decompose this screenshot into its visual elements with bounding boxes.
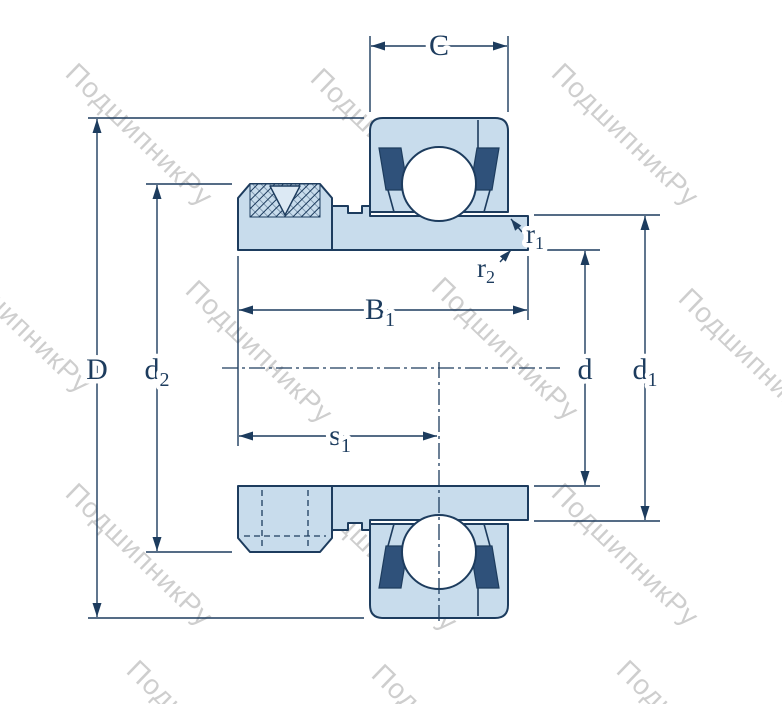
label-s1: s1 — [329, 419, 351, 457]
inner-ring-bottom — [331, 485, 529, 531]
watermark-text: ПодшипникРу — [426, 271, 585, 426]
arrow-down — [152, 537, 162, 551]
watermark-text: ПодшипникРу — [121, 654, 280, 704]
arrow-up — [640, 216, 650, 230]
label-B1: B1 — [365, 293, 395, 331]
dimension-C: C — [369, 25, 509, 112]
arrow-left — [239, 305, 253, 315]
watermark-text: ПодшипникРу — [60, 477, 219, 632]
arrow-left — [239, 431, 253, 441]
r1-arrow — [511, 219, 522, 231]
ball-top — [401, 146, 477, 222]
watermark-text: ПодшипникРу — [546, 477, 705, 632]
label-D: D — [86, 353, 108, 386]
r2-arrow — [499, 250, 511, 262]
arrow-up — [580, 251, 590, 265]
seal-left-bottom-lip — [387, 523, 395, 547]
watermark-text: ПодшипникРу — [0, 244, 97, 399]
arrow-right — [513, 305, 527, 315]
seal-right-bottom-lip — [483, 523, 491, 547]
label-d: d — [578, 353, 593, 386]
arrow-up — [152, 185, 162, 199]
arrow-up — [92, 119, 102, 133]
label-d2: d2 — [145, 353, 170, 391]
label-r2: r2 — [477, 253, 495, 287]
label-r1: r1 — [526, 219, 544, 253]
watermark-text: ПодшипникРу — [546, 57, 705, 212]
dimension-d2: d2 — [140, 183, 232, 553]
watermark-text: ПодшипникРу — [60, 57, 219, 212]
label-d1: d1 — [633, 353, 658, 391]
watermark-text: ПодшипникРу — [180, 274, 339, 429]
center-lines — [222, 362, 560, 622]
arrow-left — [371, 41, 385, 51]
seal-right-top-lip — [483, 189, 491, 213]
dimension-s1: s1 — [239, 415, 437, 462]
set-screw-tip — [269, 185, 301, 216]
locking-collar-bottom — [237, 485, 333, 553]
watermark-text: ПодшипникРу — [611, 654, 770, 704]
bearing-top-half — [237, 117, 529, 251]
watermark-text: ПодшипникРу — [366, 658, 525, 704]
dimension-D: D — [82, 117, 364, 619]
seal-left-top-lip — [387, 189, 395, 213]
inner-ring-top — [331, 205, 529, 251]
dimension-B1: B1 — [237, 256, 529, 446]
label-C: C — [429, 29, 449, 62]
arrow-right — [423, 431, 437, 441]
arrow-down — [640, 506, 650, 520]
watermark-text: ПодшипникРу — [673, 282, 782, 437]
bearing-bottom-half — [237, 485, 529, 619]
arrow-down — [92, 603, 102, 617]
arrow-down — [580, 471, 590, 485]
arrow-right — [493, 41, 507, 51]
